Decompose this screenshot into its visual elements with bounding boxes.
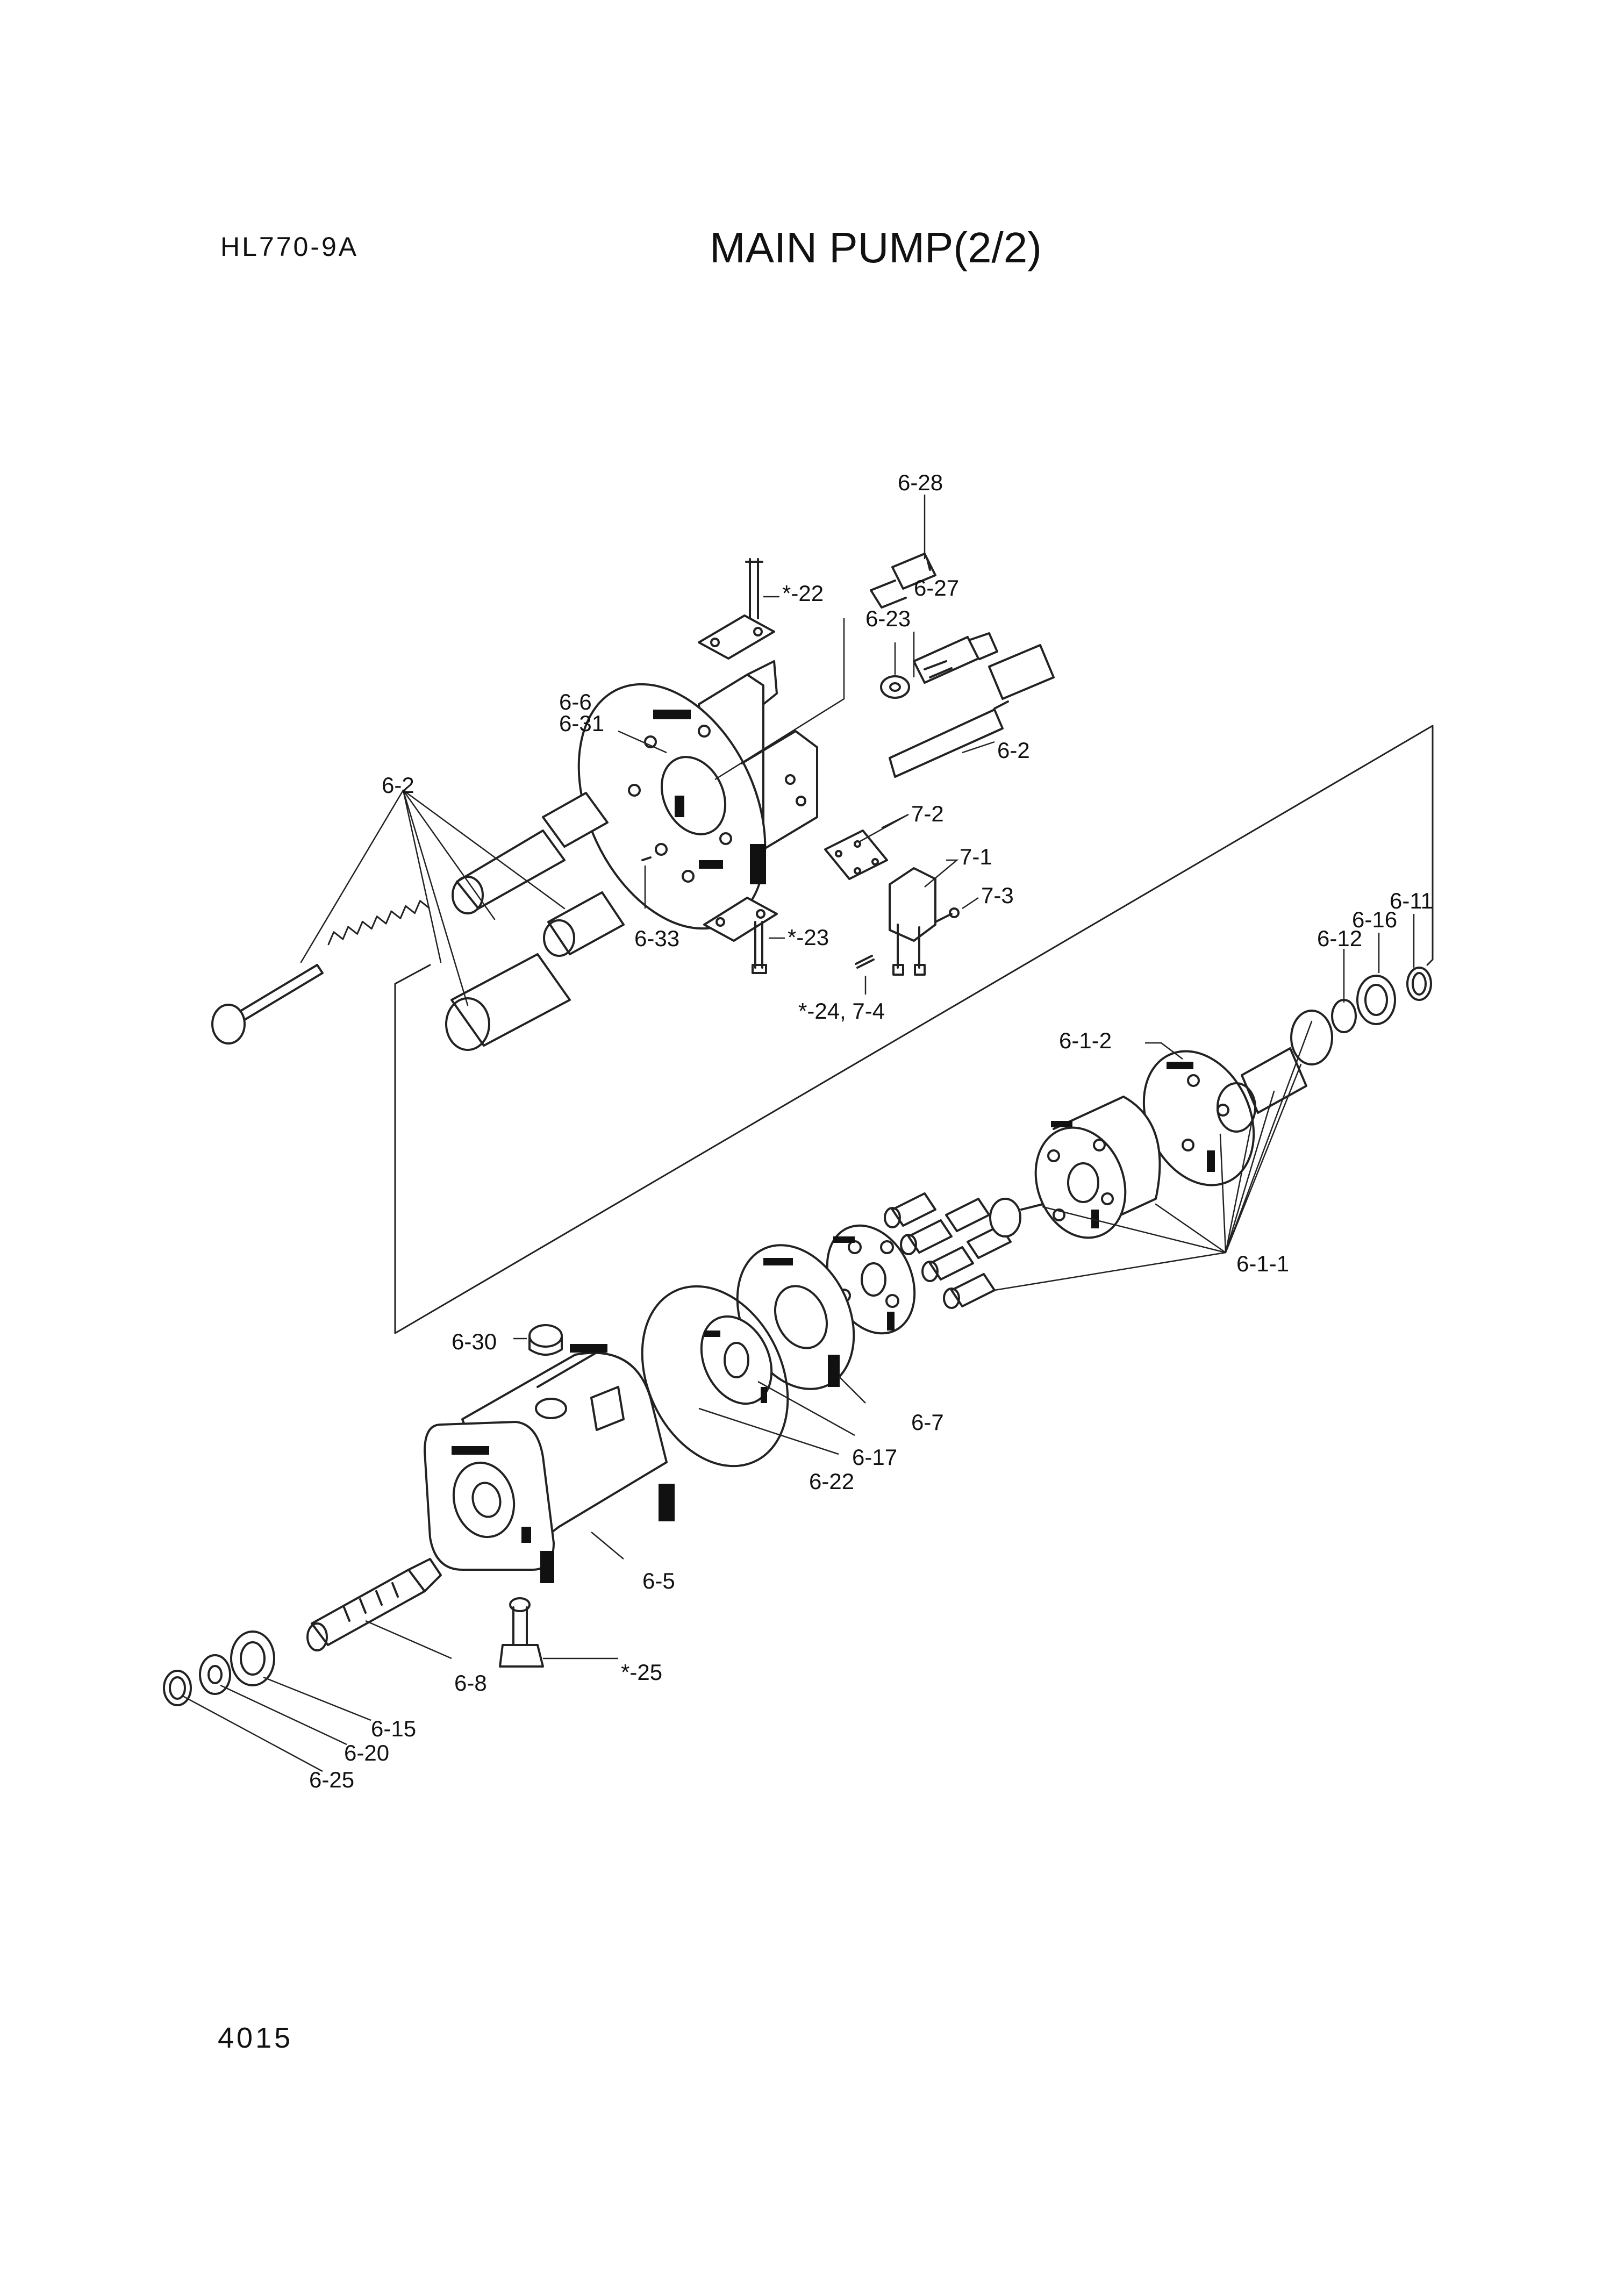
spacer-6-12 [1331, 999, 1357, 1033]
callout-6-8: 6-8 [454, 1670, 487, 1696]
screw-7-3 [934, 907, 960, 923]
gasket-7-2 [824, 829, 888, 880]
piston-6-2-middle [543, 891, 625, 957]
cover-plate-bottom [703, 897, 778, 974]
washer-6-23 [880, 675, 910, 699]
callout-6-30: 6-30 [452, 1329, 497, 1354]
callout-6-31: 6-31 [559, 711, 604, 736]
callout-6-28: 6-28 [898, 470, 943, 495]
leader-fan-6-2 [300, 789, 566, 1006]
guide-frame [394, 725, 1434, 1334]
callout-6-25: 6-25 [309, 1767, 354, 1792]
callout-6-16: 6-16 [1352, 907, 1397, 932]
plug-6-30 [528, 1324, 567, 1419]
callout-6-1-1: 6-1-1 [1236, 1251, 1289, 1276]
callout-24-7-4: *-24, 7-4 [798, 998, 885, 1024]
callout-6-5: 6-5 [642, 1568, 675, 1593]
spring-center [1241, 1047, 1307, 1114]
callout-23: *-23 [788, 925, 829, 950]
bolt-6-28 [870, 553, 936, 609]
model-number: HL770-9A [220, 232, 359, 262]
callout-6-17: 6-17 [852, 1444, 897, 1470]
bolt-25 [499, 1597, 544, 1668]
retainer-ring [1217, 1082, 1256, 1133]
rod-6-2 [211, 964, 324, 1045]
callout-6-1-2: 6-1-2 [1059, 1028, 1112, 1053]
callout-6-2-left: 6-2 [382, 773, 414, 798]
callout-6-27: 6-27 [914, 575, 959, 600]
spacer-6-20 [199, 1654, 231, 1695]
spring-6-2 [327, 900, 430, 946]
shoe-plate-6-17 [700, 1315, 773, 1405]
callout-22: *-22 [782, 581, 824, 606]
port-block-6-6 [577, 660, 818, 930]
pin-24-7-4 [855, 955, 875, 969]
callout-labels: 6-28 *-22 6-27 6-23 6-6 6-31 6-2 6-2 7-2… [309, 470, 1433, 1792]
oring-right [1290, 1010, 1333, 1065]
callout-6-12: 6-12 [1317, 926, 1362, 951]
callout-6-7: 6-7 [911, 1410, 944, 1435]
callout-6-20: 6-20 [344, 1740, 389, 1765]
pump-casing-6-5 [424, 1344, 675, 1583]
bolt-6-27 [913, 632, 998, 684]
callout-6-15: 6-15 [371, 1716, 416, 1741]
oring-6-22 [641, 1285, 789, 1468]
snap-ring-6-11 [1406, 967, 1432, 1001]
tie-bolt-6-2-long [889, 644, 1055, 778]
callout-7-3: 7-3 [981, 883, 1014, 908]
callout-6-11: 6-11 [1390, 888, 1433, 913]
page-number: 4015 [218, 2022, 294, 2054]
pin-6-33 [641, 856, 652, 861]
spline-coupler [989, 1198, 1044, 1238]
callout-7-1: 7-1 [960, 844, 992, 869]
piston-6-2-upper [452, 792, 609, 914]
leader-lines [182, 495, 1415, 1772]
cylinder-block-6-1-1 [1034, 1096, 1161, 1239]
valve-7-1 [889, 867, 936, 976]
callout-6-33: 6-33 [634, 926, 679, 951]
drive-shaft-6-8 [306, 1558, 442, 1651]
snap-ring-6-25 [163, 1670, 192, 1706]
leader-fan-6-1-1 [993, 1020, 1313, 1291]
callout-6-23: 6-23 [865, 606, 911, 631]
bearing-6-15 [230, 1630, 275, 1686]
cover-plate-top [698, 558, 775, 660]
callout-6-22: 6-22 [809, 1469, 854, 1494]
bearing-6-16 [1356, 975, 1396, 1025]
page-title: MAIN PUMP(2/2) [710, 224, 1042, 271]
callout-7-2: 7-2 [911, 801, 944, 826]
callout-6-6: 6-6 [559, 689, 592, 714]
piston-6-2-lower [445, 953, 571, 1051]
callout-6-2-right: 6-2 [997, 738, 1030, 763]
callout-25: *-25 [621, 1660, 662, 1685]
